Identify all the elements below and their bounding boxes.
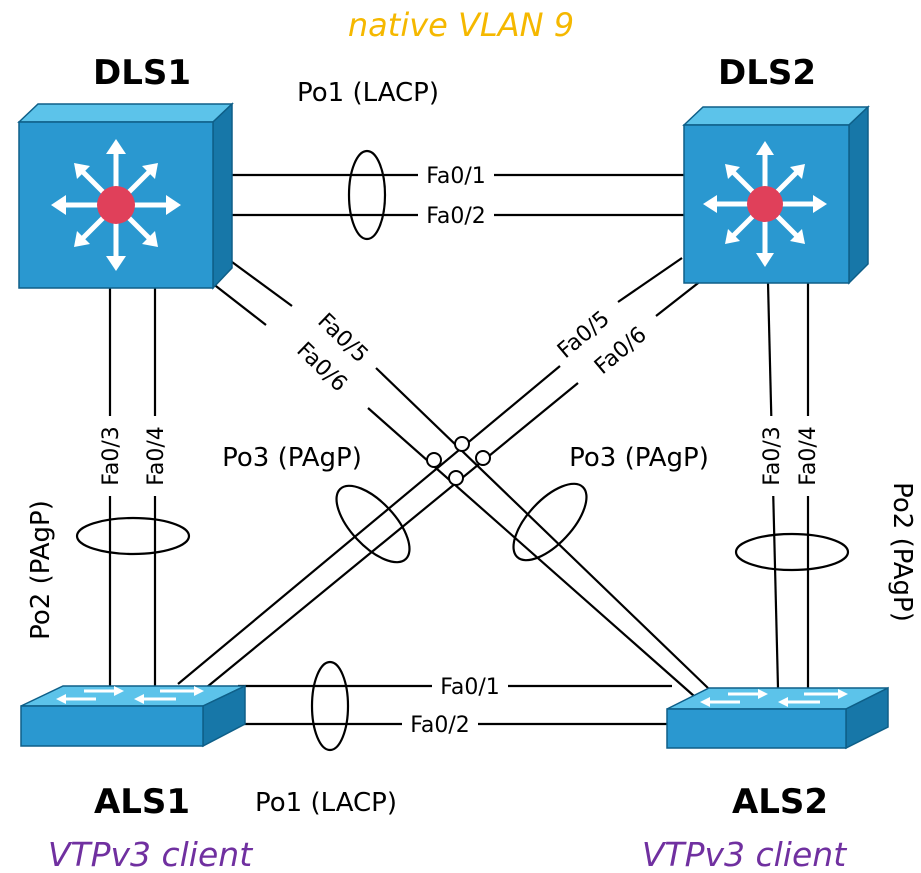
dls-po1-port-2: Fa0/2 [426,204,486,229]
crossing-hops [426,436,491,486]
link-dls2-als1-fa0-5-a [617,257,683,303]
dls2-als1-po3-label: Po3 (PAgP) [222,443,362,473]
native-vlan-label: native VLAN 9 [348,6,574,44]
link-dls2-als1-fa0-6-a [655,279,703,317]
link-dls1-als2-fa0-6-a [211,282,267,326]
etherchannel-ellipse-als-po1 [310,660,350,752]
als-po1-port-2: Fa0/2 [410,713,470,738]
crossing-hop [475,450,491,466]
als2-vtp-role: VTPv3 client [642,835,847,873]
dls2-als2-port-2: Fa0/4 [796,426,821,486]
etherchannel-ellipse-dls2-als2-po2 [734,532,850,572]
als-po1-port-1: Fa0/1 [440,675,500,700]
dls1-als1-port-1: Fa0/3 [99,426,124,486]
etherchannel-ellipses [75,149,850,752]
link-dls1-als2-fa0-6-b [367,407,695,697]
crossing-hop [426,452,442,468]
als-po1-label: Po1 (LACP) [255,788,397,818]
core-dot [97,186,135,224]
dls2-name: DLS2 [718,53,816,93]
als1-switch-icon[interactable] [20,684,246,748]
dls1-als2-po3-label: Po3 (PAgP) [569,443,709,473]
link-dls1-als2-fa0-5-b [375,367,709,689]
dls1-switch-icon[interactable] [17,102,234,290]
dls-po1-port-1: Fa0/1 [426,164,486,189]
dls2-switch-icon[interactable] [682,105,870,285]
dls1-als1-port-2: Fa0/4 [144,426,169,486]
link-dls2-als1-fa0-5-b [177,365,561,685]
dls-po1-label: Po1 (LACP) [297,78,439,108]
core-dot [747,186,783,222]
etherchannel-ellipse-dls1-als1-po2 [75,516,191,556]
dls2-als2-port-1: Fa0/3 [760,426,785,486]
etherchannel-ellipse-dls-po1 [347,149,387,241]
link-dls1-als2-fa0-5-a [231,261,293,307]
als1-name: ALS1 [94,782,190,822]
dls1-name: DLS1 [93,53,191,93]
etherchannel-ellipse-dls2-als1-po3 [335,484,411,564]
dls2-als2-po2-label: Po2 (PAgP) [887,482,917,622]
etherchannel-ellipse-dls1-als2-po3 [512,482,588,562]
crossing-hop [454,436,470,452]
link-dls2-als1-fa0-6-b [195,382,579,697]
als2-switch-icon[interactable] [666,686,889,750]
als1-vtp-role: VTPv3 client [48,835,253,873]
als2-name: ALS2 [732,782,828,822]
crossing-hop [448,470,464,486]
dls1-als1-po2-label: Po2 (PAgP) [26,500,56,640]
